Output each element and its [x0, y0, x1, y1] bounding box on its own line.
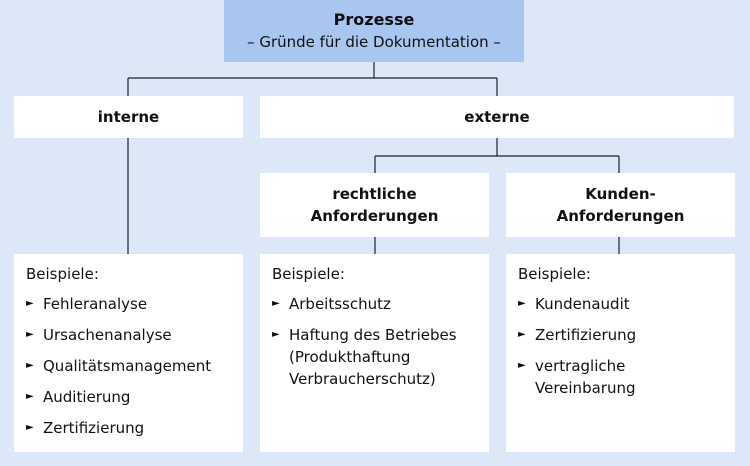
triangle-right-icon: ► — [272, 298, 280, 309]
triangle-right-icon: ► — [26, 298, 34, 309]
examples-list: ►Fehleranalyse ►Ursachenanalyse ►Qualitä… — [26, 293, 243, 439]
root-subtitle: – Gründe für die Dokumentation – — [247, 33, 501, 51]
examples-list: ►Arbeitsschutz ►Haftung des Betriebes(Pr… — [272, 293, 489, 390]
list-item: ►Ursachenanalyse — [26, 326, 172, 344]
list-item: ►Fehleranalyse — [26, 295, 148, 313]
node-kunden-anforderungen: Kunden- Anforderungen — [506, 173, 735, 237]
triangle-right-icon: ► — [518, 329, 526, 340]
root-node-prozesse: Prozesse – Gründe für die Dokumentation … — [224, 0, 524, 62]
list-item: ►Kundenaudit — [518, 295, 630, 313]
list-item: ►Zertifizierung — [518, 326, 637, 344]
node-kunden-label-line1: Kunden- — [585, 185, 656, 203]
node-externe-label: externe — [464, 108, 530, 126]
examples-interne: Beispiele: ►Fehleranalyse ►Ursachenanaly… — [14, 254, 243, 452]
list-item: ►Auditierung — [26, 388, 131, 406]
root-title: Prozesse — [333, 10, 415, 29]
node-interne-label: interne — [97, 108, 160, 126]
list-item: ►Arbeitsschutz — [272, 295, 391, 313]
triangle-right-icon: ► — [518, 360, 526, 371]
list-item: ►Zertifizierung — [26, 419, 145, 437]
triangle-right-icon: ► — [518, 298, 526, 309]
triangle-right-icon: ► — [26, 422, 34, 433]
node-rechtliche-anforderungen: rechtliche Anforderungen — [260, 173, 489, 237]
examples-heading: Beispiele: — [518, 265, 591, 283]
node-externe: externe — [260, 96, 734, 138]
triangle-right-icon: ► — [272, 329, 280, 340]
examples-kunden: Beispiele: ►Kundenaudit ►Zertifizierung … — [506, 254, 735, 452]
examples-rechtliche: Beispiele: ►Arbeitsschutz ►Haftung des B… — [260, 254, 489, 452]
examples-heading: Beispiele: — [26, 265, 99, 283]
node-interne: interne — [14, 96, 243, 138]
triangle-right-icon: ► — [26, 391, 34, 402]
triangle-right-icon: ► — [26, 360, 34, 371]
list-item: ►Qualitätsmanagement — [26, 357, 212, 375]
examples-heading: Beispiele: — [272, 265, 345, 283]
node-kunden-label-line2: Anforderungen — [556, 207, 685, 225]
triangle-right-icon: ► — [26, 329, 34, 340]
node-rechtliche-label-line2: Anforderungen — [310, 207, 439, 225]
node-rechtliche-label-line1: rechtliche — [332, 185, 417, 203]
examples-list: ►Kundenaudit ►Zertifizierung ►vertraglic… — [518, 293, 735, 399]
